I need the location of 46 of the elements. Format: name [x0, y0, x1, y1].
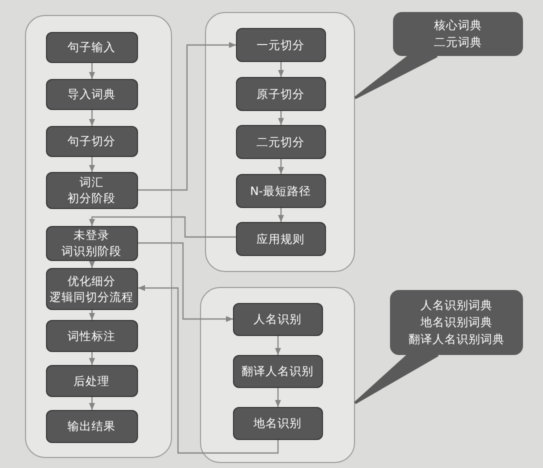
- process-box: 二元切分: [236, 124, 326, 158]
- rounded-panel: [200, 287, 355, 463]
- arrow: [89, 352, 95, 365]
- arrow: [138, 242, 233, 322]
- rounded-panel: [25, 15, 172, 458]
- process-box: 地名识别: [232, 406, 322, 440]
- arrow: [138, 285, 279, 454]
- arrow: [89, 110, 95, 126]
- arrow: [275, 336, 281, 355]
- speech-bubble: [393, 12, 523, 56]
- process-box: 词性标注: [46, 320, 138, 352]
- process-box: 导入词典: [46, 78, 138, 110]
- bubble-text: 二元词典: [434, 34, 482, 51]
- rounded-panel: [205, 12, 355, 272]
- process-box: 词汇初分阶段: [46, 172, 138, 208]
- bubble-text: 翻译人名识别词典: [408, 331, 504, 348]
- process-box: 翻译人名识别: [232, 354, 322, 388]
- process-box: 句子切分: [46, 126, 138, 156]
- bubble-text: 人名识别词典: [420, 297, 492, 314]
- process-box: 原子切分: [236, 76, 326, 110]
- arrow: [89, 397, 95, 410]
- bubble-text: 核心词典: [434, 17, 482, 34]
- arrow: [275, 388, 281, 407]
- arrow: [89, 63, 95, 79]
- arrow: [89, 216, 236, 238]
- arrow: [138, 42, 236, 191]
- process-box: N-最短路径: [236, 174, 326, 208]
- arrow: [278, 208, 284, 222]
- arrow: [89, 261, 95, 268]
- arrow: [89, 310, 95, 320]
- arrow: [278, 111, 284, 125]
- process-box: 句子输入: [46, 32, 138, 62]
- arrow: [89, 157, 95, 172]
- process-box: 人名识别: [232, 302, 322, 336]
- process-box: 优化细分逻辑同切分流程: [46, 268, 138, 310]
- speech-bubble: [390, 290, 523, 355]
- process-box: 一元切分: [236, 28, 326, 62]
- process-box: 未登录词识别阶段: [46, 226, 138, 260]
- process-box: 应用规则: [236, 222, 326, 256]
- bubble-pointer: [354, 354, 440, 404]
- arrow: [278, 159, 284, 174]
- bubble-pointer: [354, 54, 438, 100]
- process-box: 输出结果: [46, 410, 138, 442]
- process-box: 后处理: [46, 364, 138, 396]
- bubble-text: 地名识别词典: [420, 314, 492, 331]
- arrow: [278, 62, 284, 77]
